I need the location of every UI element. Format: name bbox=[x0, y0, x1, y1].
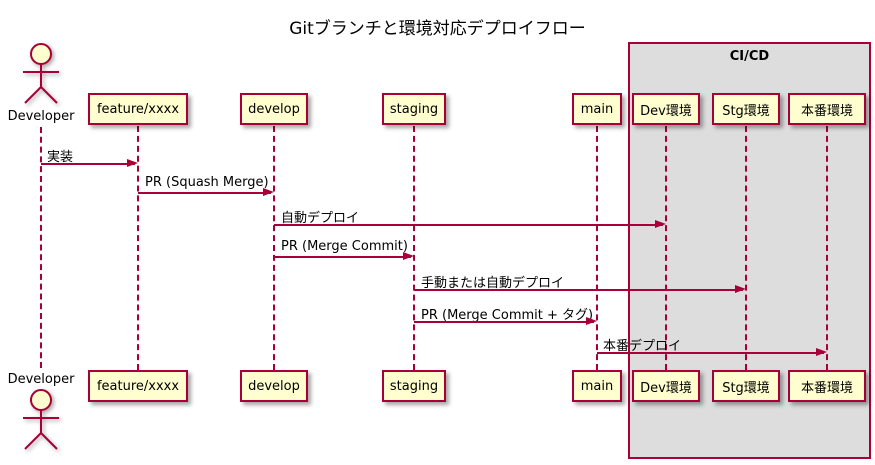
participant-staging-top: staging bbox=[382, 93, 446, 125]
message-label-pr-merge-tag: PR (Merge Commit + タグ) bbox=[421, 308, 594, 323]
arrow-right-icon bbox=[735, 285, 746, 293]
participant-stg-env-top: Stg環境 bbox=[712, 93, 780, 125]
message-label-implement: 実装 bbox=[47, 150, 74, 165]
arrow-right-icon bbox=[586, 317, 597, 325]
participant-main-top: main bbox=[572, 93, 622, 125]
actor-icon-top bbox=[23, 43, 59, 104]
message-line-prod-deploy bbox=[597, 352, 824, 354]
lifeline-developer bbox=[40, 127, 42, 368]
participant-develop-top: develop bbox=[240, 93, 308, 125]
lifeline-prod-env bbox=[826, 126, 828, 370]
participant-feature-bottom: feature/xxxx bbox=[88, 370, 188, 402]
actor-icon-bottom bbox=[23, 389, 59, 450]
lifeline-dev-env bbox=[665, 126, 667, 370]
participant-main-bottom: main bbox=[572, 370, 622, 402]
message-label-pr-merge: PR (Merge Commit) bbox=[281, 239, 408, 254]
message-line-pr-merge-tag bbox=[414, 321, 594, 323]
participant-feature-top: feature/xxxx bbox=[88, 93, 188, 125]
participant-prod-env-bottom: 本番環境 bbox=[788, 370, 866, 402]
arrow-right-icon bbox=[263, 188, 274, 196]
message-label-pr-squash: PR (Squash Merge) bbox=[145, 175, 269, 190]
message-label-manual-auto-deploy: 手動または自動デプロイ bbox=[421, 276, 565, 291]
lifeline-stg-env bbox=[745, 126, 747, 370]
actor-label-bottom: Developer bbox=[7, 372, 75, 387]
participant-stg-env-bottom: Stg環境 bbox=[712, 370, 780, 402]
participant-staging-bottom: staging bbox=[382, 370, 446, 402]
actor-label-top: Developer bbox=[7, 109, 75, 124]
lifeline-main bbox=[596, 126, 598, 370]
message-line-auto-deploy bbox=[274, 224, 663, 226]
message-label-prod-deploy: 本番デプロイ bbox=[603, 339, 682, 354]
arrow-right-icon bbox=[127, 159, 138, 167]
message-line-pr-merge bbox=[274, 256, 411, 258]
participant-develop-bottom: develop bbox=[240, 370, 308, 402]
arrow-right-icon bbox=[403, 252, 414, 260]
cicd-frame-label: CI/CD bbox=[729, 49, 770, 64]
arrow-right-icon bbox=[655, 220, 666, 228]
message-line-manual-auto-deploy bbox=[414, 289, 743, 291]
message-label-auto-deploy: 自動デプロイ bbox=[281, 211, 360, 226]
lifeline-develop bbox=[273, 126, 275, 370]
participant-dev-env-top: Dev環境 bbox=[632, 93, 700, 125]
message-line-implement bbox=[41, 163, 135, 165]
diagram-title: Gitブランチと環境対応デプロイフロー bbox=[289, 19, 586, 39]
message-line-pr-squash bbox=[138, 192, 271, 194]
participant-dev-env-bottom: Dev環境 bbox=[632, 370, 700, 402]
lifeline-feature bbox=[137, 126, 139, 370]
arrow-right-icon bbox=[816, 348, 827, 356]
lifeline-staging bbox=[413, 126, 415, 370]
participant-prod-env-top: 本番環境 bbox=[788, 93, 866, 125]
